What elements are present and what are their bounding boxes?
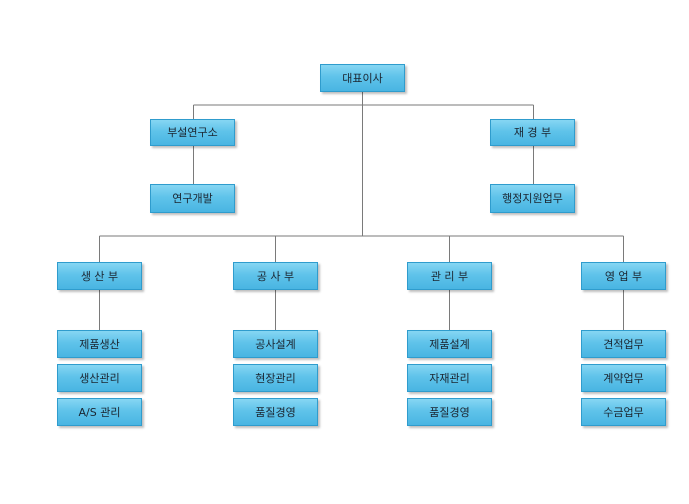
node-finance-dept: 재 경 부 (490, 119, 575, 146)
node-construction-unit-1: 공사설계 (233, 330, 318, 358)
node-production-unit-3: A/S 관리 (57, 398, 142, 426)
connector-upper-branch (193, 104, 534, 119)
node-management-unit-3: 품질경영 (407, 398, 492, 426)
node-sales-dept: 영 업 부 (581, 262, 666, 290)
node-construction-dept: 공 사 부 (233, 262, 318, 290)
node-production-dept: 생 산 부 (57, 262, 142, 290)
node-ceo: 대표이사 (320, 64, 405, 92)
node-sales-unit-1: 견적업무 (581, 330, 666, 358)
node-production-unit-2: 생산관리 (57, 364, 142, 392)
connector-lower-branch (99, 235, 624, 262)
node-management-dept: 관 리 부 (407, 262, 492, 290)
node-sales-unit-3: 수금업무 (581, 398, 666, 426)
node-management-unit-1: 제품설계 (407, 330, 492, 358)
node-production-unit-1: 제품생산 (57, 330, 142, 358)
node-construction-unit-2: 현장관리 (233, 364, 318, 392)
node-finance-unit: 행정지원업무 (490, 184, 575, 213)
node-construction-unit-3: 품질경영 (233, 398, 318, 426)
node-management-unit-2: 자재관리 (407, 364, 492, 392)
node-sales-unit-2: 계약업무 (581, 364, 666, 392)
node-research-unit: 연구개발 (150, 184, 235, 213)
node-research-dept: 부설연구소 (150, 119, 235, 146)
